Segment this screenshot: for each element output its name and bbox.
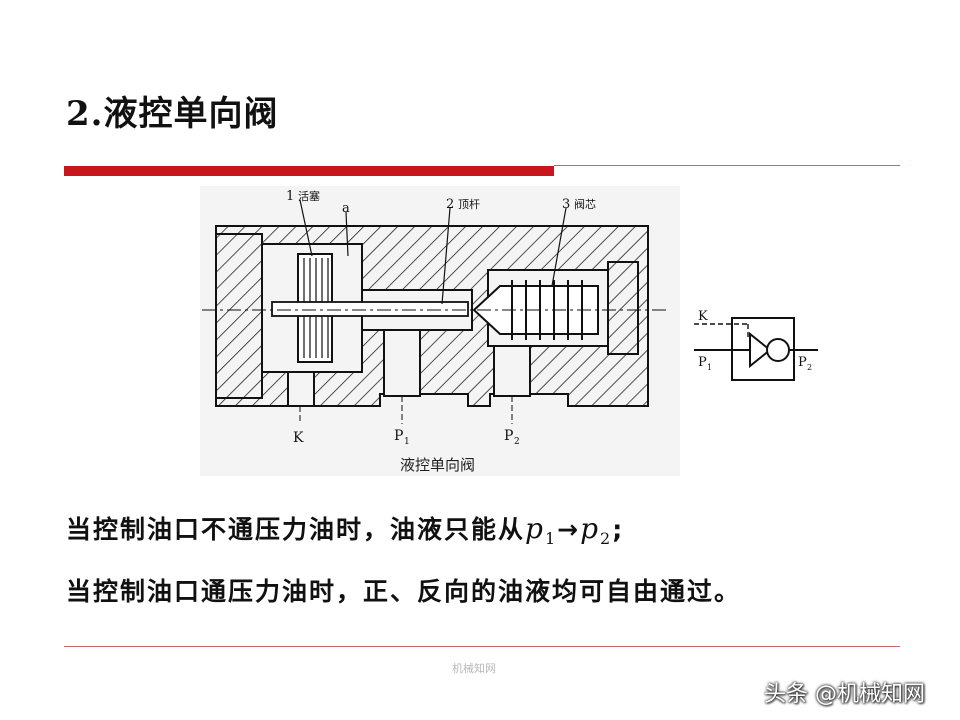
- callout-3-number: 3: [562, 197, 570, 212]
- callout-2-label: 顶杆: [458, 197, 480, 211]
- symbol-drawing: K P 1 P 2: [694, 309, 818, 381]
- text-line-2: 当控制油口通压力油时，正、反向的油液均可自由通过。: [66, 577, 742, 606]
- title-rule: [554, 165, 900, 166]
- slide-title: 2.液控单向阀: [66, 94, 279, 134]
- watermark: 头条 @机械知网: [764, 682, 925, 707]
- valve-cross-section-figure: 1 活塞 a 2 顶杆 3 阀芯 K P 1 P 2 液控单向阀: [200, 186, 680, 476]
- push-rod: [271, 301, 469, 317]
- port-p1: [383, 329, 421, 397]
- symbol-label-p1-sub: 1: [707, 363, 712, 372]
- line1-p2-sub: 2: [600, 529, 613, 548]
- text-line-1: 当控制油口不通压力油时，油液只能从p1→p2;: [66, 510, 624, 548]
- right-plug: [607, 261, 639, 355]
- line1-p1: p: [525, 512, 545, 545]
- footer-rule: [64, 646, 900, 647]
- line1-main: 当控制油口不通压力油时，油液只能从: [66, 515, 526, 544]
- left-end-cap: [215, 233, 263, 399]
- symbol-label-p1: P: [698, 355, 707, 370]
- callout-1-number: 1: [286, 189, 294, 204]
- footer-mark: 机械知网: [452, 662, 496, 675]
- line1-end: ;: [612, 515, 625, 544]
- symbol-label-k: K: [698, 309, 708, 324]
- symbol-label-p2: P: [798, 355, 807, 370]
- port-label-p1-sub: 1: [404, 437, 410, 447]
- port-k: [287, 371, 315, 407]
- callout-a: a: [342, 201, 350, 216]
- port-label-p1: P: [394, 428, 403, 444]
- port-label-p2-sub: 2: [514, 437, 520, 447]
- callout-2-number: 2: [446, 197, 454, 212]
- title-accent-bar: [64, 166, 554, 176]
- port-p2: [493, 345, 531, 397]
- valve-drawing: 1 活塞 a 2 顶杆 3 阀芯 K P 1 P 2 液控单向阀: [202, 189, 670, 474]
- symbol-label-p2-sub: 2: [807, 363, 812, 372]
- port-label-k: K: [293, 430, 304, 446]
- line1-p1-sub: 1: [544, 529, 558, 548]
- line1-arrow: →: [557, 515, 581, 544]
- callout-1-label: 活塞: [298, 189, 320, 203]
- figure-caption: 液控单向阀: [400, 456, 475, 474]
- line1-p2: p: [580, 512, 601, 545]
- port-label-p2: P: [504, 428, 513, 444]
- check-valve-symbol: K P 1 P 2: [690, 300, 820, 390]
- callout-3-label: 阀芯: [574, 197, 596, 211]
